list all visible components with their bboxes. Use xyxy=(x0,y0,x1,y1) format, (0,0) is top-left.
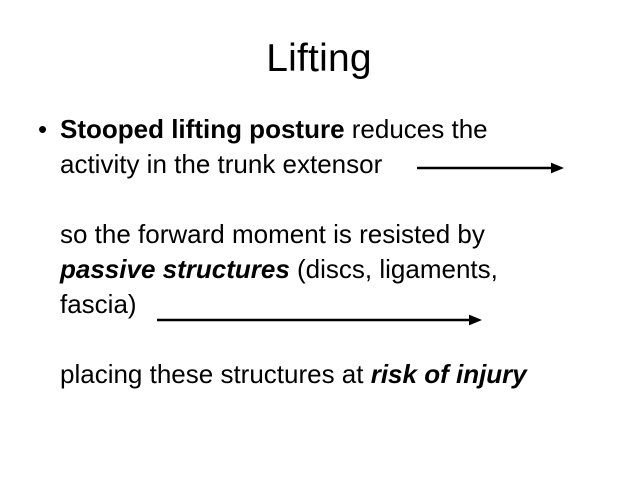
bullet-line-2: activity in the trunk extensor xyxy=(0,147,638,182)
line-2-text: activity in the trunk extensor xyxy=(60,149,383,179)
bullet-line-1: • Stooped lifting posture reduces the xyxy=(0,112,638,147)
line-1-emphasis: Stooped lifting posture xyxy=(60,114,345,144)
blank-line-2 xyxy=(0,322,638,357)
blank-line-1 xyxy=(0,182,638,217)
line-6-text: fascia) xyxy=(60,289,137,319)
line-1-text: reduces the xyxy=(344,114,488,144)
bullet-line-5: passive structures (discs, ligaments, xyxy=(0,252,638,287)
line-4-text: so the forward moment is resisted by xyxy=(60,219,485,249)
bullet-line-4: so the forward moment is resisted by xyxy=(0,217,638,252)
bullet-line-8: placing these structures at risk of inju… xyxy=(0,357,638,392)
slide-body: • Stooped lifting posture reduces the ac… xyxy=(0,112,638,392)
line-5-emphasis: passive structures xyxy=(60,254,290,284)
line-8-text: placing these structures at xyxy=(60,359,371,389)
page-title: Lifting xyxy=(266,37,372,80)
bullet-line-6: fascia) xyxy=(0,287,638,322)
bullet-point-icon: • xyxy=(38,114,48,144)
line-8-emphasis: risk of injury xyxy=(370,359,527,389)
line-5-text: (discs, ligaments, xyxy=(289,254,498,284)
